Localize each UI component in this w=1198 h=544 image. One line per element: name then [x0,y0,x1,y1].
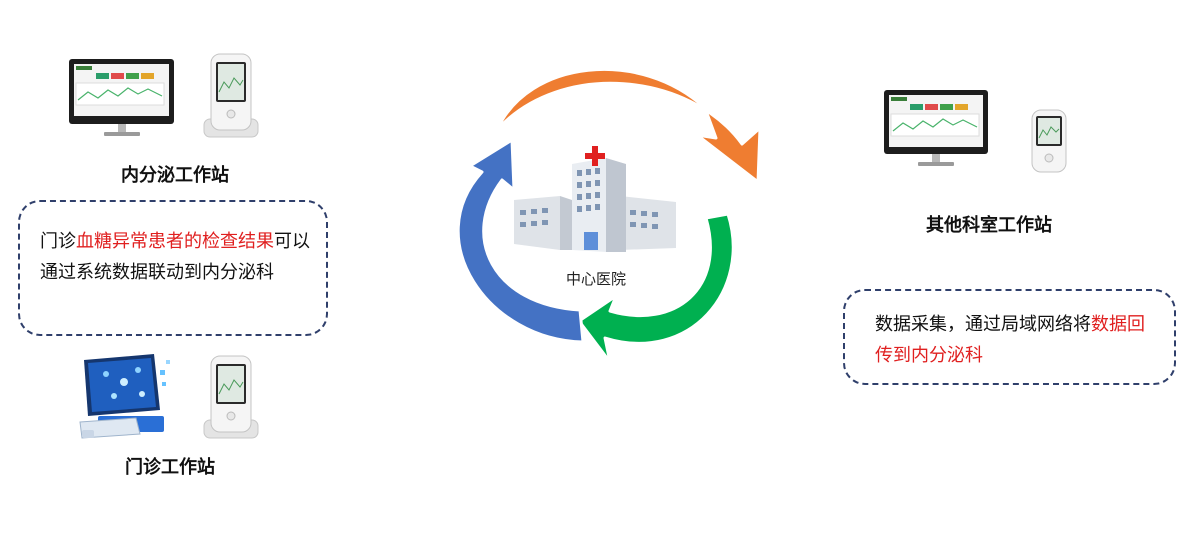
hospital-icon [514,158,676,252]
center-hospital-label: 中心医院 [566,270,627,288]
left-note-prefix: 门诊 [40,231,76,252]
right-note: 数据采集，通过局域网络将数据回传到内分泌科 [843,289,1176,385]
outpatient-workstation-label: 门诊工作站 [125,457,215,478]
right-note-highlight: 数据回传到内分泌科 [875,314,1145,366]
cycle-diagram [420,55,770,375]
computer-icon [79,354,170,439]
blue-cycle-arrow [456,138,585,344]
other-department-workstation-label: 其他科室工作站 [926,215,1052,236]
red-cross-icon [585,146,605,166]
left-note: 门诊血糖异常患者的检查结果可以通过系统数据联动到内分泌科 [18,200,328,336]
glucose-meter-icon [203,53,259,138]
right-note-prefix: 数据采集，通过局域网络将 [875,314,1091,335]
endocrine-workstation [66,52,266,142]
endocrine-workstation-label: 内分泌工作站 [121,165,229,186]
other-department-workstation [882,86,1072,176]
outpatient-workstation [76,352,276,444]
glucose-meter-icon [1031,109,1067,173]
left-note-highlight: 血糖异常患者的检查结果 [76,231,274,252]
monitor-icon [884,90,988,166]
left-note-suffix: 可以通过系统数据联动到内分泌科 [40,231,310,283]
glucose-meter-icon [203,355,259,439]
monitor-icon [69,59,174,136]
orange-cycle-arrow [495,68,762,184]
green-cycle-arrow [577,212,735,364]
